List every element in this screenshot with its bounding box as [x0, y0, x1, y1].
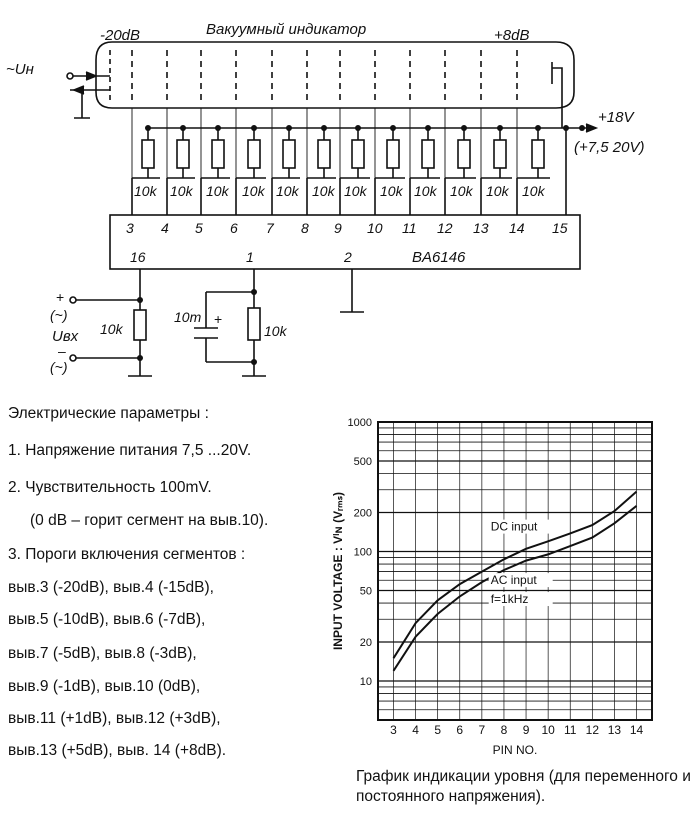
y-tick-label: 1000 [348, 417, 372, 429]
x-axis-label: PIN NO. [493, 743, 538, 757]
ic-name-label: BA6146 [412, 249, 466, 266]
param-line: 3. Пороги включения сегментов : [8, 546, 246, 563]
pin-number: 10 [367, 220, 383, 236]
param-line: 1. Напряжение питания 7,5 ...20V. [8, 442, 252, 459]
resistor-label: 10k [242, 183, 266, 199]
level-max-label: +8dB [494, 27, 529, 44]
anode-segments [131, 50, 518, 100]
series-line-dc [392, 490, 638, 659]
y-tick-label: 200 [354, 508, 372, 520]
pin-number: 14 [509, 220, 525, 236]
param-line: выв.11 (+1dB), выв.12 (+3dB), [8, 710, 221, 727]
param-line: выв.13 (+5dB), выв. 14 (+8dB). [8, 742, 227, 759]
pin-number: 8 [301, 220, 309, 236]
resistor-label: 10k [522, 183, 546, 199]
y-axis-label: INPUT VOLTAGE : Vᴵɴ (Vᵣₘₛ) [331, 492, 345, 650]
tube-grid [551, 62, 563, 100]
y-tick-label: 10 [360, 676, 372, 688]
x-tick-label: 3 [390, 723, 397, 737]
pin-number: 11 [402, 220, 417, 236]
resistor-network [131, 108, 567, 215]
x-tick-label: 7 [479, 723, 486, 737]
resistor-label: 10k [450, 183, 474, 199]
param-line: выв.9 (-1dB), выв.10 (0dB), [8, 678, 201, 695]
level-min-label: -20dB [100, 27, 140, 44]
level-chart: 1000 500 200 100 50 20 10 3 4 5 6 7 8 9 10 11 12 13 14PIN … [331, 417, 653, 757]
resistor-label: 10k [170, 183, 194, 199]
chart-caption: График индикации уровня (для переменного… [356, 768, 691, 805]
resistor-label: 10k [134, 183, 158, 199]
tube-title: Вакуумный индикатор [206, 21, 366, 38]
resistor-label: 10k [276, 183, 300, 199]
x-tick-label: 11 [564, 723, 577, 737]
resistor-label: 10k [344, 183, 368, 199]
pin-number: 5 [195, 220, 203, 236]
y-tick-label: 50 [360, 585, 372, 597]
x-tick-label: 9 [523, 723, 530, 737]
params-heading: Электрические параметры : [8, 405, 209, 422]
param-line: 2. Чувствительность 100mV. [8, 479, 212, 496]
input-minus: – [58, 343, 66, 359]
pin-number: 2 [343, 249, 352, 265]
pin-number: 15 [552, 220, 568, 236]
annotation-bg [488, 573, 553, 588]
param-line: выв.5 (-10dB), выв.6 (-7dB), [8, 611, 206, 628]
input-label: Uвх [52, 328, 79, 345]
pin-number: 16 [130, 249, 146, 265]
vacuum-tube-envelope [95, 41, 575, 109]
resistor-labels: 10k 10k 10k 10k 10k 10k 10k 10k 10k 10k … [100, 183, 546, 339]
frequency-annotation: f=1kHz [491, 592, 529, 606]
pin-number: 1 [246, 249, 254, 265]
annotation-bg [488, 519, 553, 534]
x-tick-label: 12 [586, 723, 600, 737]
x-tick-label: 10 [541, 723, 555, 737]
pin-number: 6 [230, 220, 238, 236]
x-tick-label: 6 [456, 723, 463, 737]
heater-label: ~Uн [6, 61, 34, 78]
param-line: выв.7 (-5dB), выв.8 (-3dB), [8, 645, 197, 662]
resistor-label: 10k [206, 183, 230, 199]
param-line: (0 dB – горит сегмент на выв.10). [30, 512, 269, 529]
capacitor-plus: + [214, 311, 222, 327]
annotation-bg [488, 592, 553, 607]
resistor-label: 10k [264, 323, 288, 339]
supply-range-label: (+7,5 20V) [574, 139, 644, 156]
x-tick-label: 14 [630, 723, 644, 737]
param-line: выв.3 (-20dB), выв.4 (-15dB), [8, 579, 214, 596]
y-tick-label: 100 [354, 547, 372, 559]
y-tick-label: 500 [354, 456, 372, 468]
x-tick-label: 13 [608, 723, 622, 737]
input-tilde-top: (~) [50, 307, 68, 323]
ic-top-pins: 3 4 5 6 7 8 9 10 11 12 13 14 15 [126, 220, 568, 236]
ac-input-annotation: AC input [491, 573, 538, 587]
ic-bottom-pins: 16 1 2 [130, 249, 352, 265]
input-tilde-bottom: (~) [50, 359, 68, 375]
input-plus: + [56, 289, 64, 305]
x-tick-label: 5 [434, 723, 441, 737]
resistor-label: 10k [380, 183, 404, 199]
pin-number: 12 [437, 220, 453, 236]
x-tick-label: 4 [412, 723, 419, 737]
capacitor-label: 10m [174, 309, 202, 325]
pin-number: 9 [334, 220, 342, 236]
series-line-ac [392, 505, 638, 672]
pin-number: 4 [161, 220, 169, 236]
resistor-label: 10k [100, 321, 124, 337]
pin-number: 7 [266, 220, 275, 236]
y-tick-label: 20 [360, 637, 372, 649]
ic-ba6146 [109, 214, 581, 270]
pin-number: 13 [473, 220, 489, 236]
pin-number: 3 [126, 220, 134, 236]
schematic [66, 41, 599, 377]
dc-input-annotation: DC input [491, 520, 538, 534]
resistor-label: 10k [486, 183, 510, 199]
resistor-label: 10k [312, 183, 336, 199]
supply-label: +18V [598, 109, 635, 126]
resistor-label: 10k [414, 183, 438, 199]
x-tick-label: 8 [501, 723, 508, 737]
plot-frame [377, 421, 653, 721]
